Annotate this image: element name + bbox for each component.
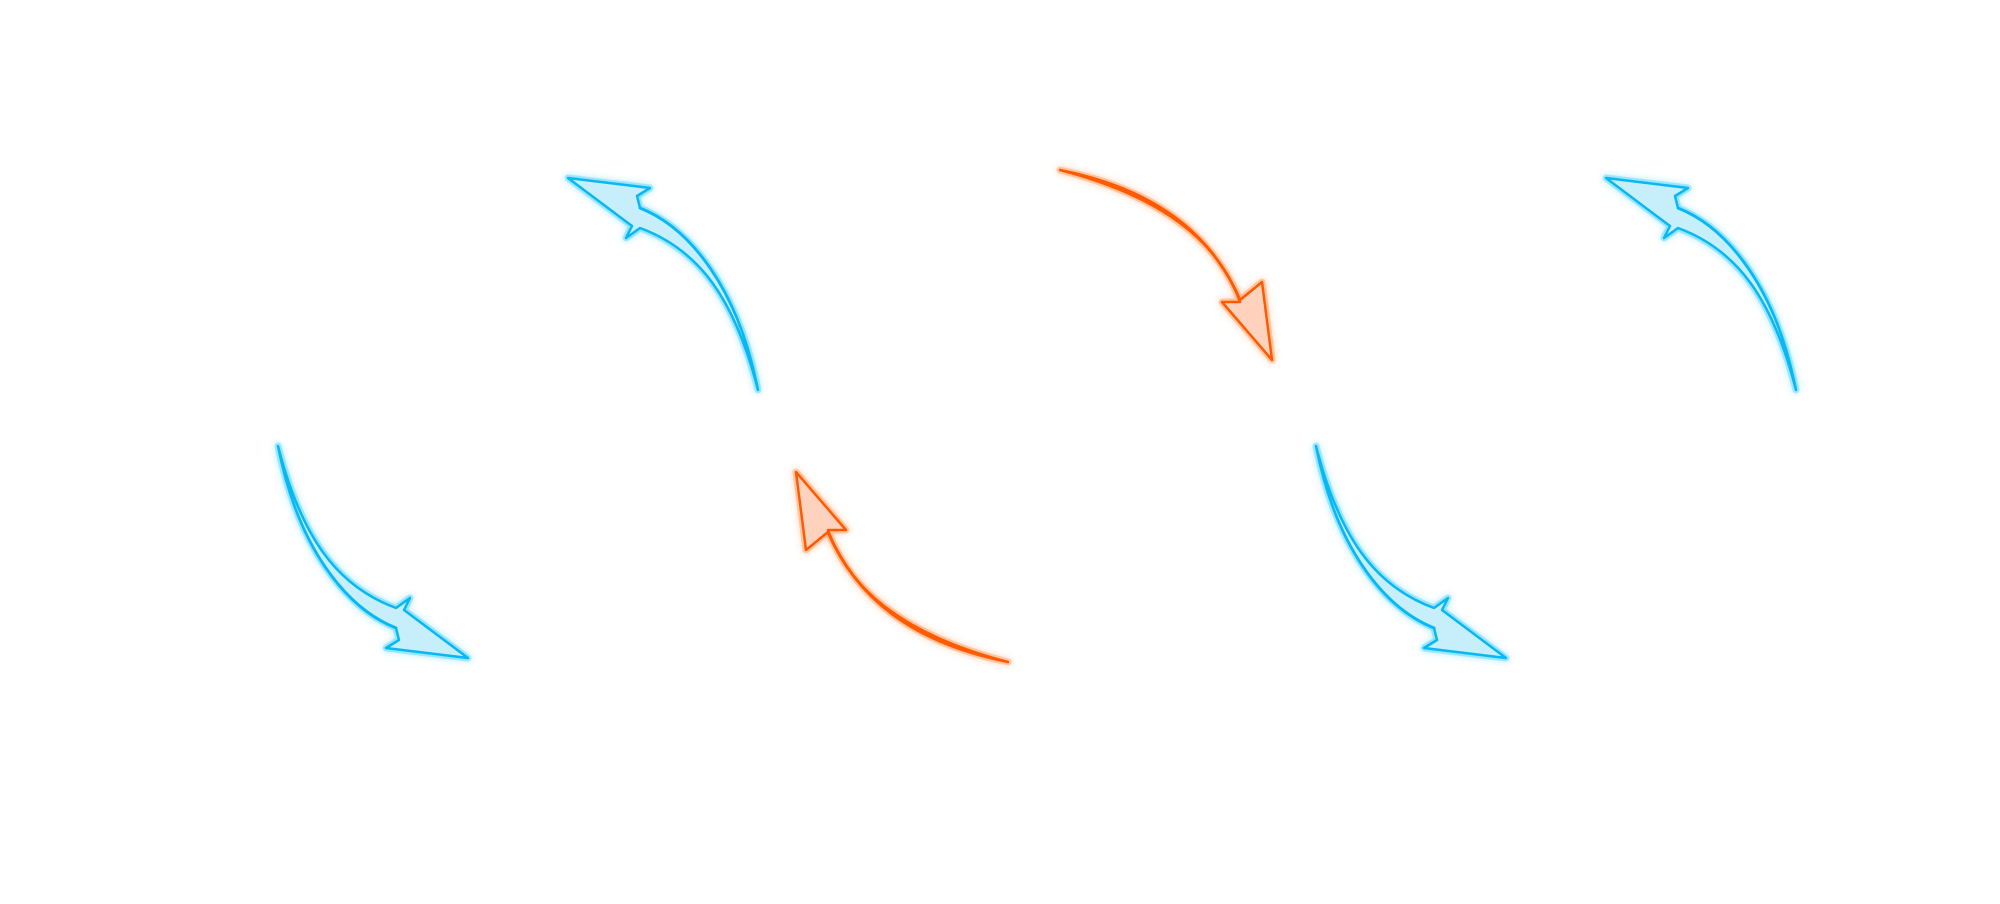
arrow-glow (1056, 166, 1276, 364)
curved-arrow-icon (792, 468, 1012, 666)
arrow-tail (1314, 444, 1436, 630)
curved-arrow-icon (1602, 174, 1800, 394)
arrow-body (276, 444, 470, 660)
arrow-glow (564, 174, 762, 394)
arrow-tail (276, 444, 398, 630)
arrow-tail (1676, 206, 1798, 392)
arrow-tail (638, 206, 760, 392)
arrow-glow (274, 442, 472, 662)
arrow-tail (826, 530, 1010, 664)
arrow-glow (792, 468, 1012, 666)
arrow-tail (1058, 168, 1242, 302)
arrow-group-right (1312, 174, 1800, 662)
arrow-body (566, 176, 760, 392)
curved-arrow-icon (564, 174, 762, 394)
arrow-group-center (792, 166, 1276, 666)
arrow-group-left (274, 174, 762, 662)
arrow-body (1058, 168, 1274, 362)
arrow-glow (1312, 442, 1510, 662)
curved-arrow-icon (274, 442, 472, 662)
arrow-body (794, 470, 1010, 664)
curved-arrow-icon (1056, 166, 1276, 364)
curved-arrow-icon (1312, 442, 1510, 662)
arrow-body (1604, 176, 1798, 392)
arrow-glow (1602, 174, 1800, 394)
arrow-body (1314, 444, 1508, 660)
